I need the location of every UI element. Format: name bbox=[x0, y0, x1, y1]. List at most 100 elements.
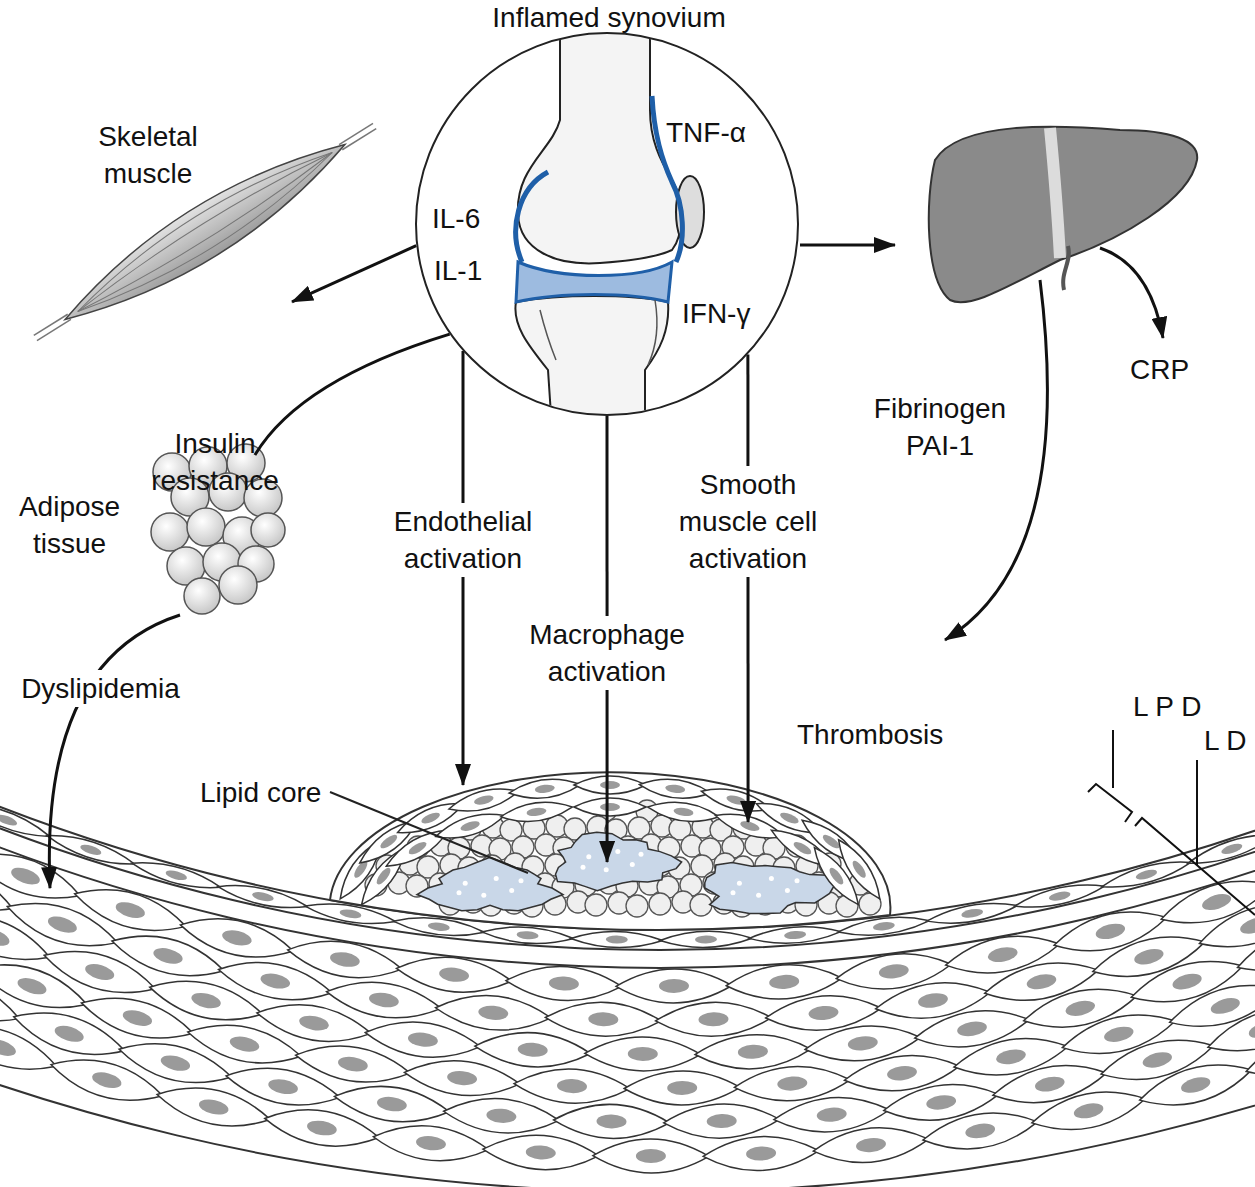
cell-body bbox=[574, 798, 646, 816]
cell-nucleus bbox=[46, 913, 79, 936]
cell bbox=[571, 930, 663, 948]
cell-nucleus bbox=[827, 866, 846, 887]
factor-label: Fibrinogen PAI-1 bbox=[860, 390, 1020, 464]
cell bbox=[593, 1139, 709, 1174]
adipose-group: Adipose tissue bbox=[5, 455, 290, 615]
cell-body bbox=[0, 796, 53, 844]
lipid-droplet bbox=[494, 876, 499, 881]
cell-nucleus bbox=[306, 1119, 338, 1138]
cell-nucleus bbox=[0, 1036, 18, 1059]
cell-nucleus bbox=[706, 1114, 736, 1129]
cell-nucleus bbox=[478, 1005, 509, 1022]
cell-body bbox=[1194, 892, 1255, 960]
cell-nucleus bbox=[1025, 972, 1057, 992]
cell-nucleus bbox=[588, 1012, 618, 1027]
cell bbox=[713, 807, 787, 845]
cell-nucleus bbox=[847, 1035, 878, 1052]
cell-nucleus bbox=[198, 1097, 230, 1117]
cell-nucleus bbox=[665, 784, 686, 794]
cell bbox=[1135, 1053, 1255, 1116]
cell-nucleus bbox=[165, 869, 188, 882]
lipid-droplet bbox=[457, 890, 462, 895]
cell-nucleus bbox=[486, 1108, 517, 1124]
cell-nucleus bbox=[628, 1047, 658, 1061]
cell bbox=[500, 798, 574, 826]
lipid-droplet bbox=[481, 893, 486, 898]
cell-body bbox=[262, 1102, 382, 1155]
layer-label: L D bbox=[1204, 722, 1247, 759]
cell-body bbox=[713, 807, 787, 845]
cell-body bbox=[920, 1105, 1040, 1157]
cell-nucleus bbox=[1209, 995, 1242, 1017]
cell-nucleus bbox=[415, 1135, 446, 1152]
liver bbox=[929, 127, 1197, 303]
cytokine-label: TNF-α bbox=[666, 114, 746, 151]
lipid-droplet bbox=[737, 881, 742, 886]
cell-nucleus bbox=[695, 935, 717, 944]
edge-label: Endothelial activation bbox=[375, 503, 551, 577]
cell-nucleus bbox=[1179, 1074, 1212, 1095]
marker-label: CRP bbox=[1130, 351, 1189, 388]
cell bbox=[585, 1036, 701, 1071]
cell-nucleus bbox=[427, 921, 450, 932]
cell-nucleus bbox=[16, 975, 49, 998]
cell-nucleus bbox=[83, 961, 116, 983]
cell-body bbox=[593, 1139, 709, 1174]
edge-label: Macrophage activation bbox=[517, 616, 697, 690]
cell-nucleus bbox=[673, 807, 694, 818]
cell-nucleus bbox=[886, 1064, 917, 1082]
plaque-outline bbox=[330, 772, 890, 930]
cell bbox=[638, 776, 712, 802]
cell bbox=[1203, 996, 1255, 1063]
cell-body bbox=[647, 798, 721, 826]
cell-body bbox=[1013, 878, 1106, 914]
cell-nucleus bbox=[1064, 998, 1096, 1018]
cell-body bbox=[0, 902, 55, 973]
cell bbox=[1232, 914, 1255, 984]
cell-nucleus bbox=[698, 1012, 728, 1027]
cell bbox=[663, 1102, 780, 1139]
cell-nucleus bbox=[878, 963, 910, 981]
lipid-core bbox=[556, 832, 682, 891]
cell bbox=[216, 879, 309, 915]
cell-nucleus bbox=[925, 1093, 957, 1111]
lipid-droplet bbox=[785, 888, 790, 893]
cell-body bbox=[508, 776, 582, 802]
cell-nucleus bbox=[606, 935, 628, 943]
cell-nucleus bbox=[534, 784, 555, 794]
wall-line bbox=[0, 740, 1255, 930]
cell bbox=[574, 798, 646, 816]
cell-body bbox=[434, 991, 553, 1035]
cell-nucleus bbox=[557, 1078, 588, 1093]
cell-body bbox=[1028, 1082, 1149, 1139]
cell-nucleus bbox=[376, 1095, 408, 1113]
lipid-droplet bbox=[581, 865, 586, 870]
muscle-group: Skeletal muscleInsulin resistance bbox=[40, 115, 292, 501]
cell bbox=[807, 842, 865, 910]
cell-nucleus bbox=[446, 1070, 477, 1087]
cell bbox=[1013, 878, 1106, 914]
cell bbox=[474, 1029, 592, 1070]
cell-nucleus bbox=[1072, 1101, 1104, 1121]
cell bbox=[153, 1078, 274, 1136]
cell-body bbox=[0, 841, 86, 912]
artery-group: Lipid core bbox=[40, 760, 1215, 1187]
cell-nucleus bbox=[259, 971, 291, 991]
cell-body bbox=[442, 1094, 560, 1137]
lipid-core bbox=[417, 857, 563, 910]
cell-body bbox=[571, 930, 663, 948]
cell bbox=[616, 968, 732, 1003]
cytokine-label: IFN-γ bbox=[682, 295, 750, 332]
artery-wall bbox=[0, 721, 1255, 1187]
cell-body bbox=[807, 842, 865, 910]
cell-nucleus bbox=[808, 1005, 839, 1022]
cell-nucleus bbox=[549, 976, 580, 991]
connector-arrow bbox=[292, 246, 416, 302]
cell bbox=[505, 964, 623, 1004]
cell-nucleus bbox=[368, 991, 400, 1009]
cell-nucleus bbox=[1133, 946, 1166, 967]
edge-label: Smooth muscle cell activation bbox=[664, 466, 832, 577]
cell-body bbox=[474, 1029, 592, 1070]
cell-body bbox=[1135, 1053, 1255, 1116]
skeletal-muscle bbox=[22, 104, 389, 360]
